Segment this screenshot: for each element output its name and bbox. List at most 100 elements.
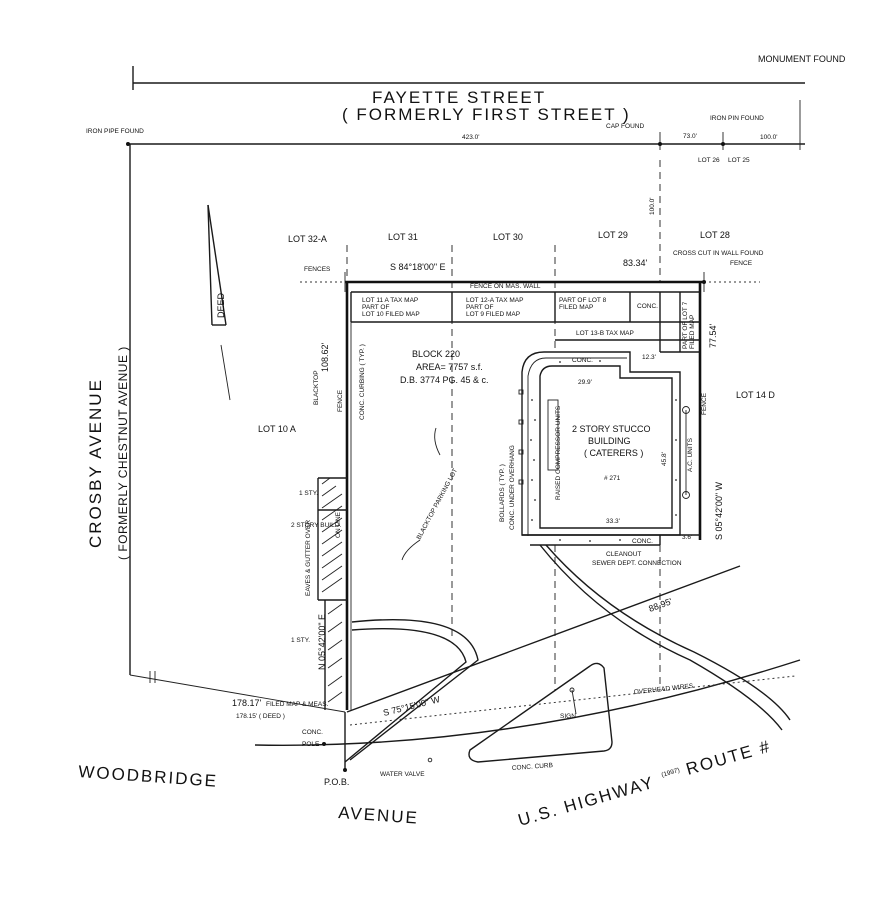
water-valve-label: WATER VALVE — [380, 771, 425, 778]
south-bearing: S 75°15'00" W — [382, 694, 441, 718]
south-lines — [129, 565, 801, 770]
crosby-avenue-former: ( FORMERLY CHESTNUT AVENUE ) — [116, 346, 130, 560]
fences-label: FENCES — [304, 266, 331, 273]
lot-12a-line2: PART OF — [466, 304, 493, 311]
west-bearing: N 05°42'00" E — [317, 614, 327, 670]
water-valve-marker — [427, 757, 433, 763]
conc-south-label: CONC. — [302, 729, 323, 736]
fence-masonry-label: FENCE ON MAS. WALL — [470, 283, 541, 290]
lot-13b-label: LOT 13-B TAX MAP — [576, 330, 634, 337]
ac-units-label: A.C. UNITS — [687, 437, 694, 472]
one-sty-label: 1 STY. — [299, 490, 318, 497]
distance-423: 423.0' — [462, 134, 480, 141]
pob-label: P.O.B. — [324, 777, 349, 787]
lot-11a-line3: LOT 10 FILED MAP — [362, 311, 420, 318]
property-boundary — [344, 272, 706, 710]
distance-83: 83.34' — [623, 258, 648, 268]
eaves-label: EAVES & GUTTER OVER — [305, 520, 312, 596]
lot-8-line1: PART OF LOT 8 — [559, 297, 607, 304]
block-line2: AREA= 7757 s.f. — [416, 362, 483, 372]
distance-29: 29.9' — [578, 379, 592, 386]
fence-right-label: FENCE — [730, 260, 753, 267]
conc-building-top: CONC. — [572, 357, 593, 364]
woodbridge-label: WOODBRIDGE — [78, 762, 219, 791]
cap-found-label: CAP FOUND — [606, 123, 644, 130]
driveway-curves — [344, 544, 791, 763]
lot-11a-line2: PART OF — [362, 304, 389, 311]
block-line3: D.B. 3774 PG. 45 & c. — [400, 375, 489, 385]
fence-east-label: FENCE — [701, 392, 708, 415]
distance-178a-note: FILED MAP & MEAS. — [266, 701, 329, 708]
east-bearing: S 05°42'00" W — [714, 481, 724, 540]
avenue-label: AVENUE — [338, 803, 420, 828]
distance-100-vertical: 100.0' — [649, 197, 656, 215]
distance-108: 108.62' — [320, 342, 330, 372]
lot-dividers — [300, 160, 760, 690]
fence-vertical-label: FENCE — [337, 389, 344, 412]
lot-31-label: LOT 31 — [388, 232, 418, 242]
route-label: ROUTE # — [684, 736, 774, 778]
us-highway-label: U.S. HIGHWAY — [516, 773, 657, 830]
west-neighbour-buildings — [317, 477, 347, 710]
lot-7-line1: PART OF LOT 7 — [682, 301, 689, 349]
building-line1: 2 STORY STUCCO — [572, 424, 651, 434]
lot-30-label: LOT 30 — [493, 232, 523, 242]
distance-33: 33.3' — [606, 518, 620, 525]
sign-label: SIGN — [560, 713, 576, 720]
blacktop-parking-label: BLACKTOP PARKING LOT — [416, 467, 460, 540]
lot-14d-label: LOT 14 D — [736, 390, 775, 400]
lot-10a-label: LOT 10 A — [258, 424, 296, 434]
one-sty-2-label: 1 STY. — [291, 637, 310, 644]
bollards-label: BOLLARDS ( TYP. ) — [499, 464, 506, 522]
conc-curb-label: CONC. CURB — [512, 762, 554, 772]
fayette-street-lines — [126, 66, 805, 150]
block-line1: BLOCK 220 — [412, 349, 460, 359]
lot-12a-line1: LOT 12-A TAX MAP — [466, 297, 523, 304]
lot-25-label: LOT 25 — [728, 157, 750, 164]
distance-178a: 178.17' — [232, 698, 262, 708]
lot-32a-label: LOT 32-A — [288, 234, 327, 244]
sewer-label: SEWER DEPT. CONNECTION — [592, 560, 682, 567]
lot-11a-line1: LOT 11 A TAX MAP — [362, 297, 418, 304]
parking-leader — [401, 427, 441, 561]
pob-marker — [343, 768, 347, 772]
iron-pipe-found-label: IRON PIPE FOUND — [86, 128, 144, 135]
distance-77: 77.54' — [708, 323, 718, 348]
deed-label: DEED — [216, 292, 226, 318]
conc-under-label: CONC. UNDER OVERHANG — [509, 445, 516, 530]
iron-pin-found-label: IRON PIN FOUND — [710, 115, 764, 122]
blacktop-label: BLACKTOP — [313, 370, 320, 405]
distance-100: 100.0' — [760, 134, 778, 141]
distance-3: 3.6' — [682, 534, 692, 541]
building-line3: ( CATERERS ) — [584, 448, 643, 458]
building-footprint — [518, 351, 700, 546]
on-line-label: ON LINE — [335, 511, 342, 538]
distance-45: 45.8' — [661, 452, 668, 466]
conc-building-bottom: CONC. — [632, 538, 653, 545]
conc-strip-label: CONC. — [637, 303, 658, 310]
lot-7-line2: FILED MAP — [689, 315, 696, 349]
building-number: # 271 — [604, 475, 621, 482]
conc-curbing-label: CONC. CURBING ( TYP. ) — [359, 344, 366, 420]
highway-year-label: (1997) — [661, 767, 681, 779]
deed-wedge — [207, 204, 231, 401]
lot-12a-line3: LOT 9 FILED MAP — [466, 311, 520, 318]
pole-label: POLE — [302, 741, 320, 748]
distance-12: 12.3' — [642, 354, 656, 361]
lot-26-label: LOT 26 — [698, 157, 720, 164]
distance-73: 73.0' — [683, 133, 697, 140]
lot-29-label: LOT 29 — [598, 230, 628, 240]
cross-cut-label: CROSS CUT IN WALL FOUND — [673, 250, 764, 257]
raised-pad-label: RAISED COMPRESSOR UNITS — [555, 405, 562, 500]
monument-found-label: MONUMENT FOUND — [758, 54, 846, 64]
fayette-street-former: ( FORMERLY FIRST STREET ) — [342, 105, 631, 124]
two-story-label: 2 STORY BUILD. — [291, 522, 341, 529]
north-bearing: S 84°18'00" E — [390, 262, 446, 272]
building-line2: BUILDING — [588, 436, 631, 446]
overhead-wires-label: OVERHEAD WIRES — [633, 683, 694, 696]
fayette-street-name: FAYETTE STREET — [372, 88, 546, 107]
sign-island — [468, 662, 613, 763]
crosby-avenue-name: CROSBY AVENUE — [86, 378, 105, 548]
distance-178b: 178.15' ( DEED ) — [236, 713, 285, 720]
